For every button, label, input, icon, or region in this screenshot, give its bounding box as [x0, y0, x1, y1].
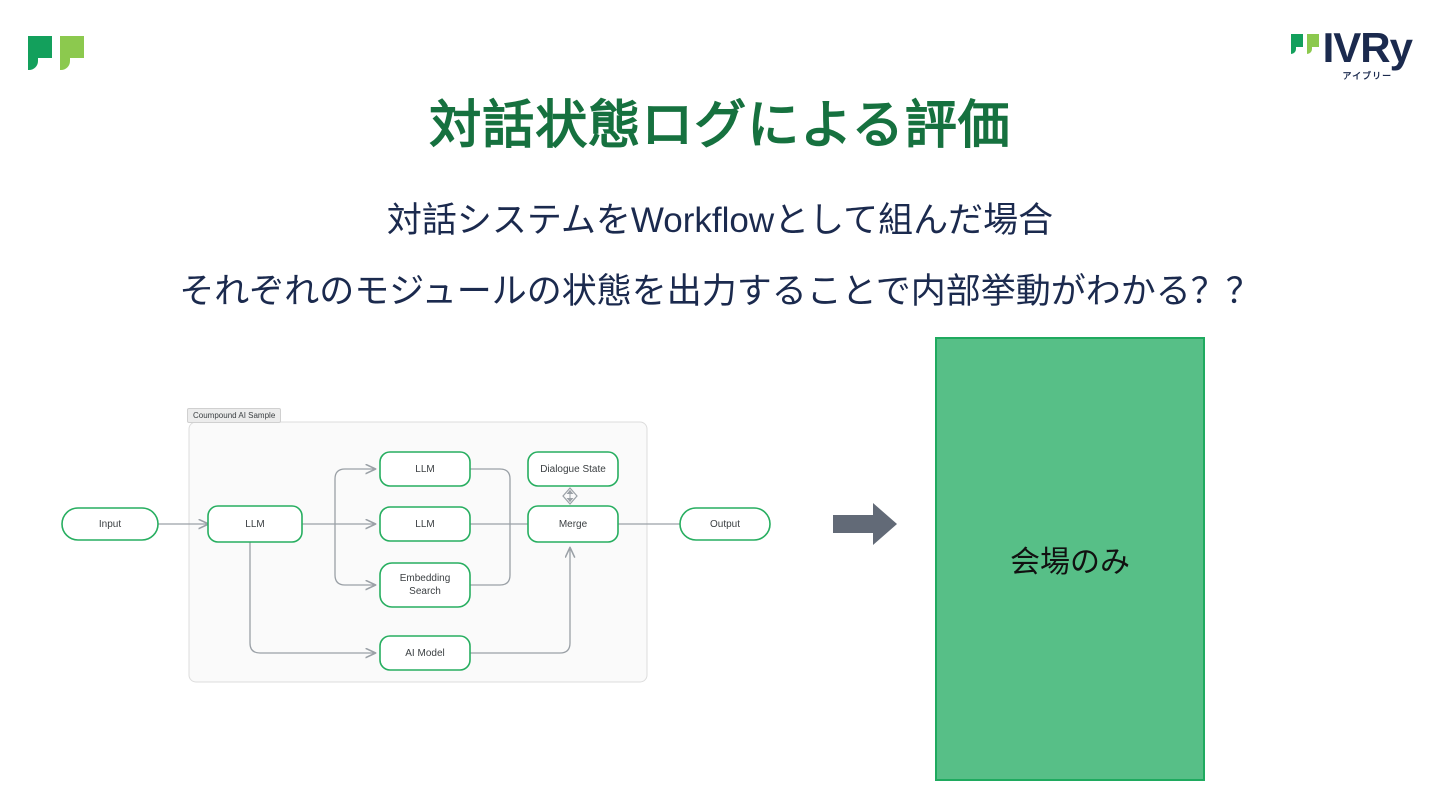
page-title: 対話状態ログによる評価	[429, 97, 1011, 155]
edge-router-to-llm-top	[334, 469, 375, 524]
ivry-logo: IVRy アイブリー	[1290, 24, 1413, 81]
edge-router-to-ai-model	[249, 542, 375, 653]
workflow-canvas	[61, 421, 771, 683]
edge-llm-top-to-merge	[470, 468, 511, 515]
flag-dark-icon	[28, 36, 52, 70]
subtitle-line-2: それぞれのモジュールの状態を出力することで内部挙動がわかる？？	[179, 272, 1261, 311]
dialogue-state-link-icon	[562, 487, 578, 505]
node-embedding-search[interactable]	[379, 562, 471, 608]
edge-embedding-to-merge	[470, 533, 511, 586]
workflow-diagram: Coumpound AI Sample Input LLM LLM LLM Em…	[50, 400, 840, 700]
ivry-wordmark: IVRy	[1322, 24, 1413, 71]
node-merge[interactable]	[527, 505, 619, 543]
transition-arrow-icon	[833, 503, 897, 545]
edge-ai-model-to-merge	[470, 548, 570, 654]
workflow-group-box	[188, 421, 648, 683]
node-llm-mid[interactable]	[379, 506, 471, 542]
node-output[interactable]	[679, 507, 771, 541]
mini-flag-light-icon	[1306, 34, 1319, 54]
node-ai-model[interactable]	[379, 635, 471, 671]
ivry-logo-flags-icon	[1290, 34, 1321, 54]
venue-only-panel: 会場のみ	[935, 337, 1205, 781]
edge-router-to-embedding	[334, 524, 375, 585]
node-dialogue-state[interactable]	[527, 451, 619, 487]
node-router-llm[interactable]	[207, 505, 303, 543]
workflow-group-label: Coumpound AI Sample	[187, 408, 282, 423]
ivry-flag-mark-left	[28, 36, 84, 70]
subtitle-line-1: 対話システムをWorkflowとして組んだ場合	[386, 201, 1054, 240]
node-llm-top[interactable]	[379, 451, 471, 487]
flag-light-icon	[60, 36, 84, 70]
venue-only-label: 会場のみ	[1010, 546, 1130, 579]
ivry-wordmark-kana: アイブリー	[1342, 70, 1393, 81]
mini-flag-dark-icon	[1290, 34, 1303, 54]
node-input[interactable]	[61, 507, 159, 541]
